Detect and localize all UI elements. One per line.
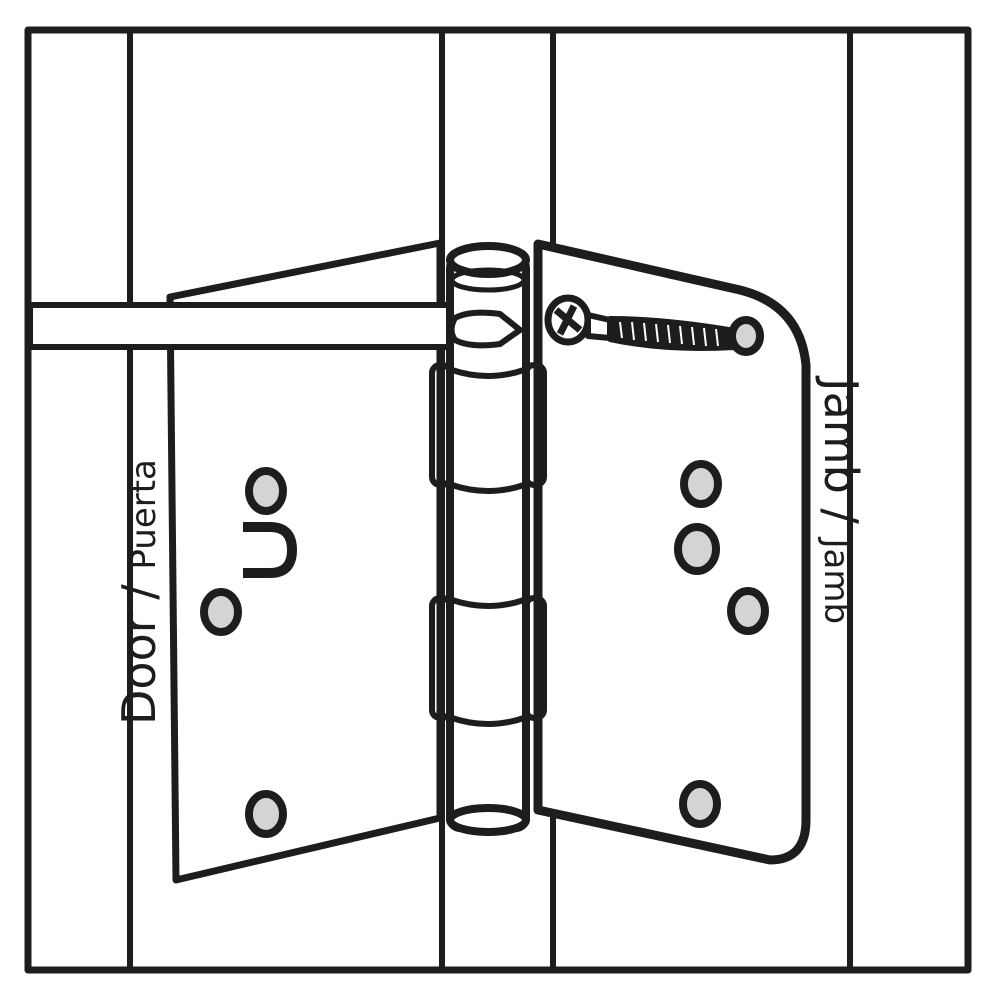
screw-icon xyxy=(544,294,737,351)
jamb-label-secondary: Jamb xyxy=(816,538,856,625)
door-label-separator: / xyxy=(112,569,166,615)
door-hole-3 xyxy=(245,790,287,838)
door-label: Door / Puerta xyxy=(112,459,166,725)
jamb-hole-2 xyxy=(674,523,720,575)
door-top-board xyxy=(27,302,463,350)
door-hole-2 xyxy=(200,588,242,636)
hinge-pin-break xyxy=(448,309,523,349)
door-label-secondary: Puerta xyxy=(124,459,164,570)
door-hole-1 xyxy=(245,467,287,515)
jamb-label-separator: / xyxy=(814,493,868,539)
screw-holes xyxy=(200,316,769,838)
hinge-barrel xyxy=(429,242,547,836)
jamb-hinge-leaf xyxy=(533,239,811,865)
door-label-primary: Door xyxy=(112,614,166,725)
jamb-hole-3 xyxy=(727,587,769,635)
hinge-slot-icon xyxy=(243,522,298,578)
door-hinge-leaf xyxy=(166,239,444,884)
screw-target-hole xyxy=(728,316,764,356)
jamb-label: Jamb / Jamb xyxy=(814,378,868,624)
jamb-hole-1 xyxy=(680,460,722,508)
jamb-label-primary: Jamb xyxy=(814,378,868,494)
diagram-frame xyxy=(24,26,972,974)
jamb-hole-4 xyxy=(679,780,721,828)
